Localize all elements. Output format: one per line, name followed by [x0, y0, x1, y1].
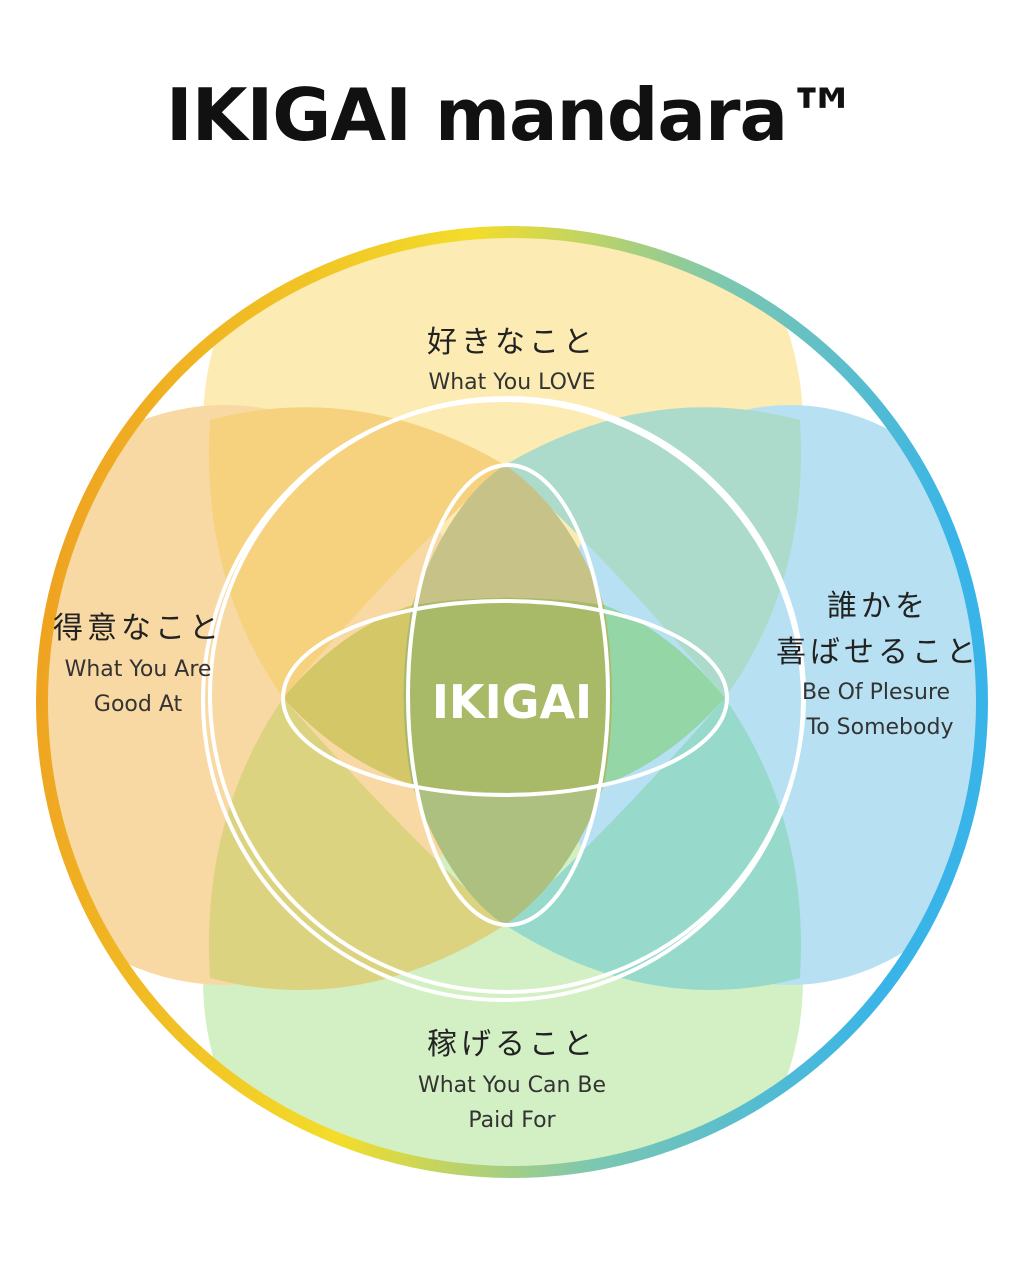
bottom-jp-label: 稼げること [427, 1027, 597, 1062]
lens-right [604, 605, 725, 785]
center-label: IKIGAI [432, 675, 592, 729]
top-jp-label: 好きなこと [427, 325, 597, 360]
outer-ring [36, 226, 988, 1178]
bottom-en-label-2: Paid For [468, 1108, 556, 1133]
petal-bottom-left [208, 698, 505, 991]
divider-lines [201, 396, 806, 1002]
divider-lens-v [406, 463, 610, 927]
right-jp-label-1: 誰かを [827, 589, 929, 624]
left-en-label-2: Good At [94, 692, 183, 717]
bottom-en-label-1: What You Can Be [418, 1073, 606, 1098]
lens-bottom [412, 785, 604, 925]
left-jp-label: 得意なこと [53, 611, 223, 646]
petal-bottom-right [505, 698, 802, 991]
petal-top-right [505, 407, 802, 698]
core [403, 597, 612, 793]
inner-lenses [283, 465, 725, 925]
right-jp-label-2: 喜ばせること [776, 635, 980, 670]
petals [208, 407, 802, 991]
divider-ellipse-center [281, 599, 729, 797]
lens-left [283, 605, 412, 785]
right-en-label-1: Be Of Plesure [802, 680, 950, 705]
right-en-label-2: To Somebody [806, 715, 954, 740]
lens-top [412, 465, 604, 605]
divider-ellipse-vertical [208, 396, 806, 994]
left-en-label-1: What You Are [65, 657, 212, 682]
petal-top-left [208, 407, 505, 698]
top-en-label-1: What You LOVE [428, 370, 595, 395]
page-title: IKIGAI mandara™ [165, 73, 859, 157]
